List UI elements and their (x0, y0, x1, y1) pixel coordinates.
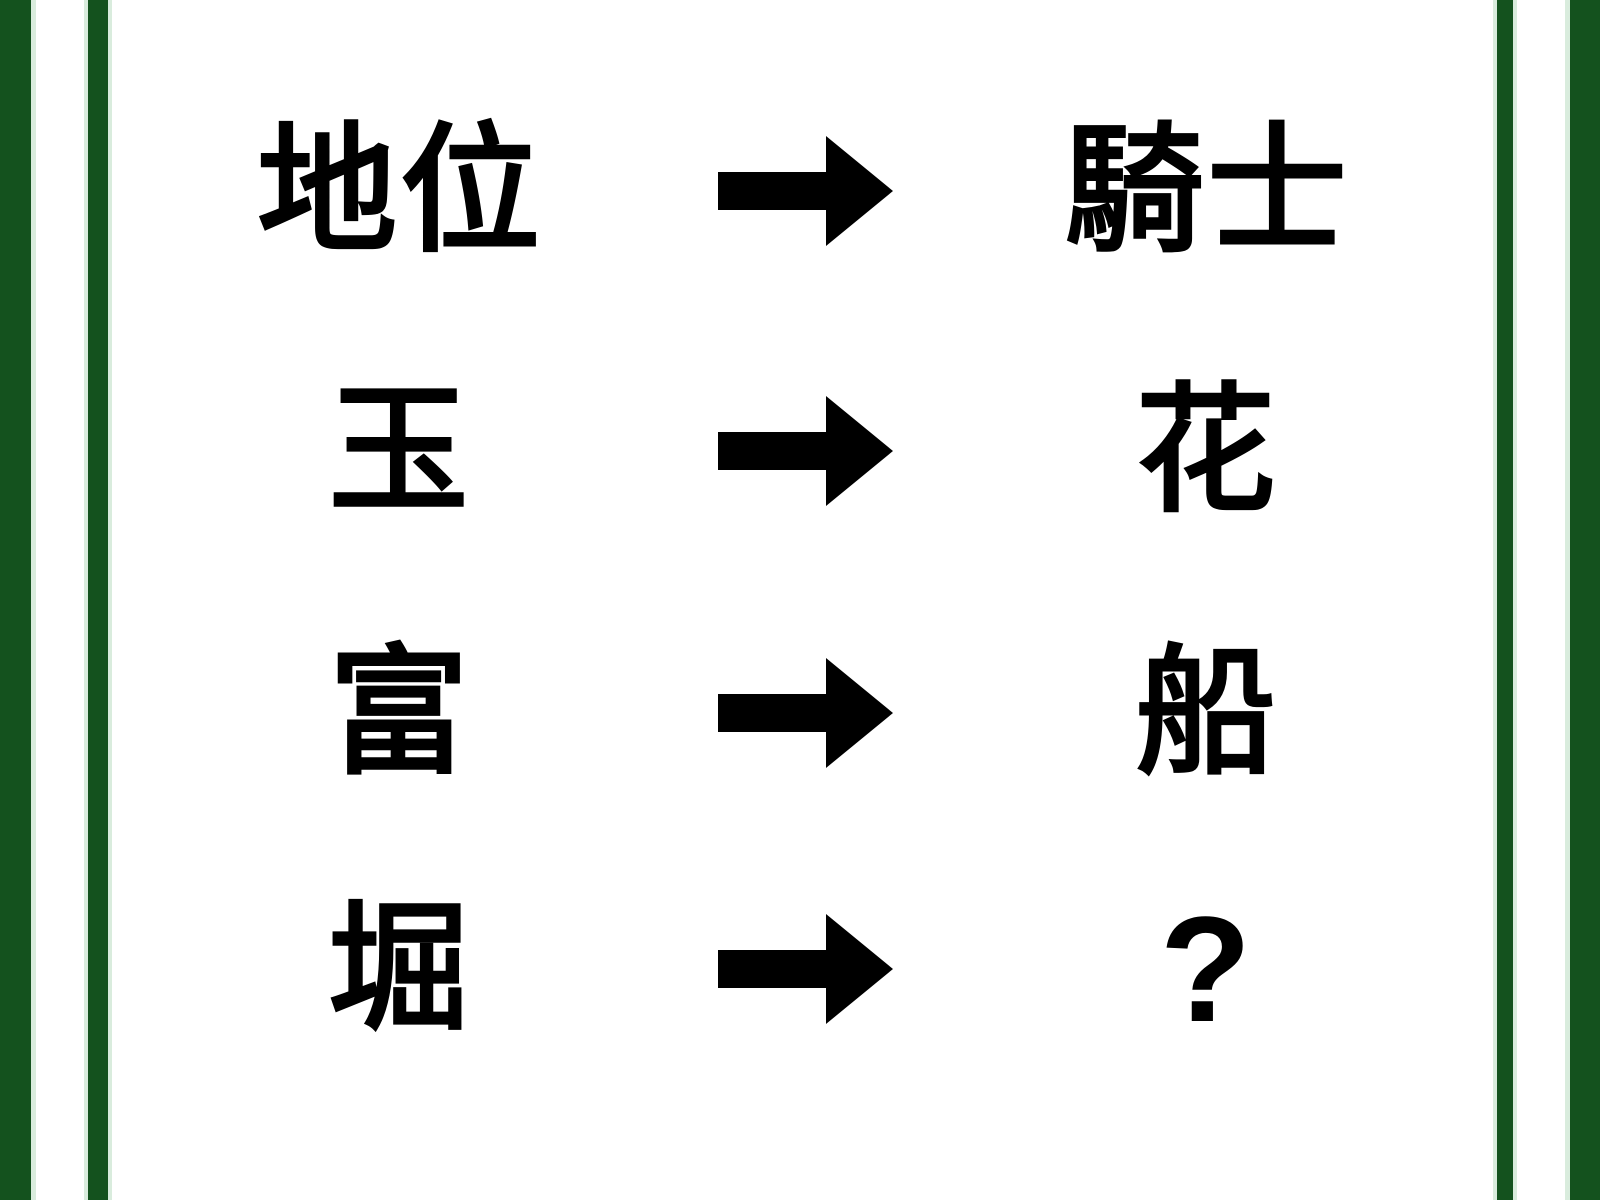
row-3-arrow-cell (690, 658, 920, 768)
right-inner-bar-halo-b (1513, 0, 1517, 1200)
right-arrow-icon (717, 136, 893, 246)
row-1-source-term: 地位 (257, 112, 543, 269)
left-inner-bar-halo-a (84, 0, 88, 1200)
left-outer-bar-halo (31, 0, 36, 1200)
left-inner-bar-halo-b (108, 0, 112, 1200)
analogy-rows: 地位 騎士 玉 花 富 (120, 0, 1490, 1200)
right-arrow-icon (717, 396, 893, 506)
right-arrow-icon (717, 658, 893, 768)
row-2-target-term: 花 (1135, 372, 1279, 529)
right-inner-bar-halo-a (1493, 0, 1497, 1200)
right-outer-bar-halo (1565, 0, 1570, 1200)
right-outer-green-bar (1570, 0, 1600, 1200)
right-inner-green-bar (1497, 0, 1513, 1200)
row-3-target-term: 船 (1135, 634, 1279, 791)
left-inner-green-bar (88, 0, 108, 1200)
analogy-row-2: 玉 花 (120, 320, 1490, 582)
right-arrow-icon (717, 914, 893, 1024)
row-4-unknown-answer: ? (1159, 885, 1255, 1053)
left-outer-green-bar (0, 0, 31, 1200)
row-1-target-term: 騎士 (1064, 112, 1350, 269)
row-2-source-term: 玉 (328, 372, 472, 529)
analogy-row-3: 富 船 (120, 582, 1490, 844)
row-4-arrow-cell (690, 914, 920, 1024)
row-4-source-term: 堀 (328, 890, 472, 1047)
analogy-row-4: 堀 ? (120, 844, 1490, 1094)
row-2-arrow-cell (690, 396, 920, 506)
row-3-source-term: 富 (328, 634, 472, 791)
row-1-arrow-cell (690, 136, 920, 246)
analogy-row-1: 地位 騎士 (120, 62, 1490, 320)
